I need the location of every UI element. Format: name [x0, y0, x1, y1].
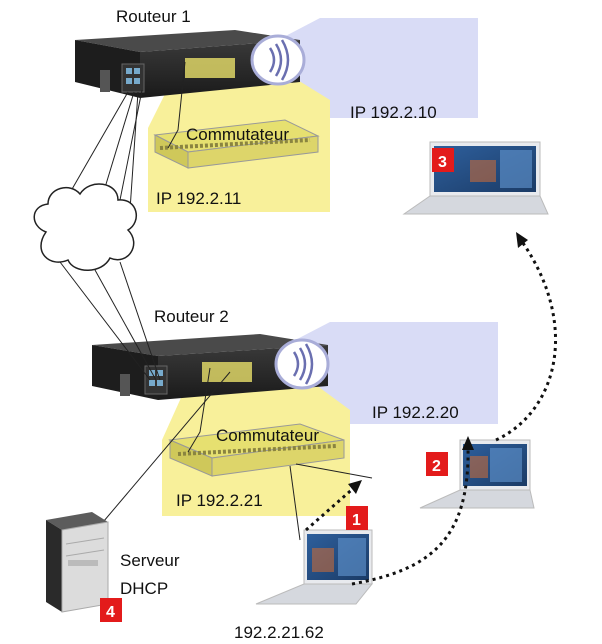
router-1-label: Routeur 1: [116, 7, 191, 26]
server-label-line2: DHCP: [120, 579, 168, 598]
internet-cloud-icon: [33, 183, 138, 271]
arrowheads: [348, 232, 528, 494]
step-badge-4: 4: [100, 598, 122, 622]
laptop-ip-label: 192.2.21.62: [234, 623, 324, 642]
svg-text:2: 2: [432, 458, 441, 475]
router-2-group: Routeur 2 Commutateur IP 192.2.21 IP 192…: [92, 307, 498, 516]
switch-1-ip: IP 192.2.11: [156, 189, 241, 208]
wifi-1-ip: IP 192.2.10: [350, 103, 437, 122]
server-label-line1: Serveur: [120, 551, 180, 570]
laptop-1: [255, 529, 374, 605]
wifi-icon: [274, 338, 330, 390]
migration-path: [305, 235, 558, 586]
step-badge-2: 2: [426, 452, 448, 476]
switch-2-label: Commutateur: [216, 426, 319, 445]
router-1-group: Routeur 1 Commutateur IP 192.2.11 IP 192…: [75, 7, 478, 212]
switch-2-ip: IP 192.2.21: [176, 491, 263, 510]
step-badge-1: 1: [346, 506, 368, 530]
wifi-icon: [250, 34, 306, 86]
router-2-label: Routeur 2: [154, 307, 229, 326]
dhcp-server: [46, 512, 109, 613]
switch-1-label: Commutateur: [186, 125, 289, 144]
step-badge-3: 3: [432, 148, 454, 172]
switch-1: [153, 119, 320, 169]
laptop-2: [419, 439, 535, 509]
wifi-2-ip: IP 192.2.20: [372, 403, 459, 422]
switch-2: [168, 423, 345, 477]
svg-text:4: 4: [106, 604, 115, 621]
svg-text:1: 1: [352, 512, 361, 529]
laptop-3: [402, 141, 549, 215]
svg-text:3: 3: [438, 154, 447, 171]
